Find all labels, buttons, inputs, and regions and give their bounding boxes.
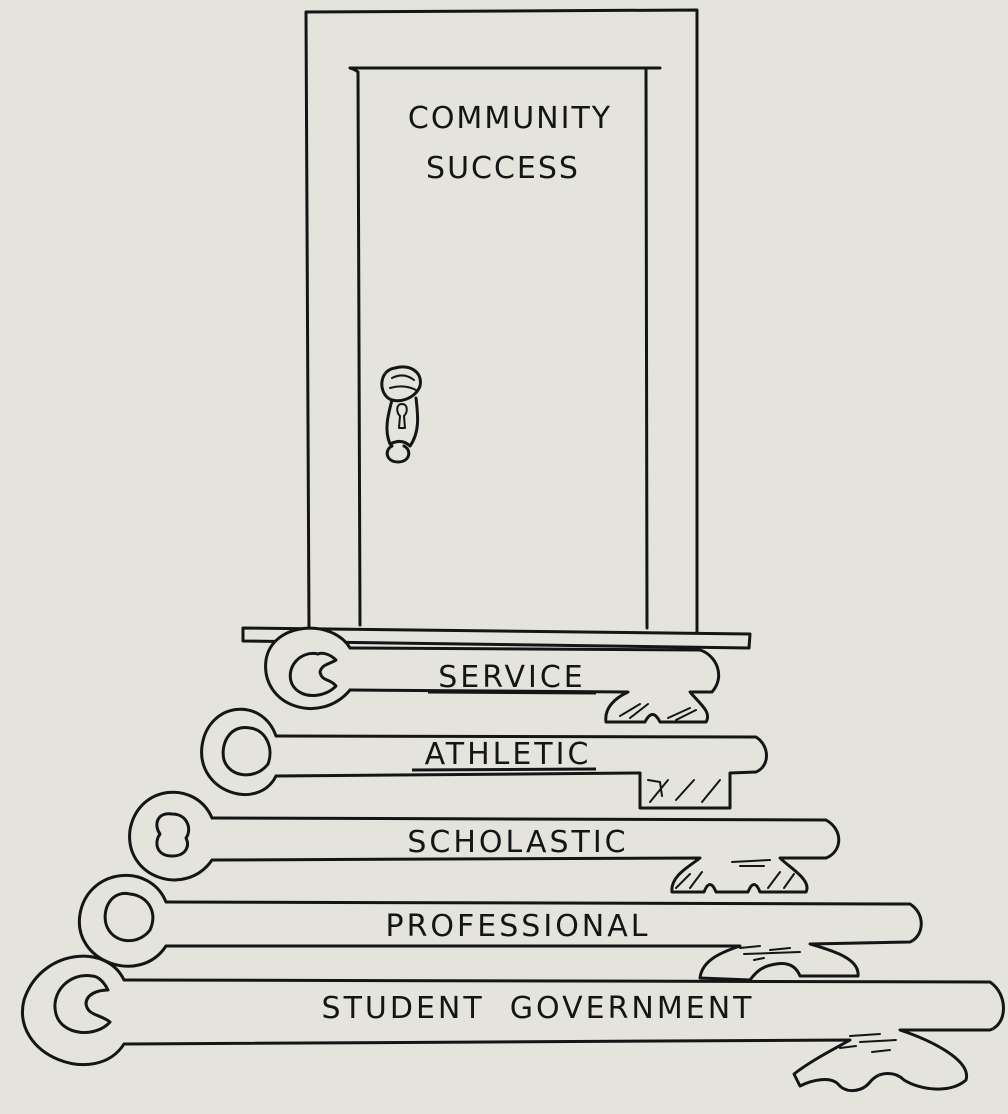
door-outer-frame bbox=[304, 8, 699, 634]
door-inner-frame bbox=[348, 66, 662, 630]
key-service: SERVICE bbox=[264, 626, 721, 724]
key-professional-hole bbox=[103, 891, 155, 943]
key-scholastic: SCHOLASTIC bbox=[128, 790, 841, 894]
key-service-shaft bbox=[348, 646, 721, 724]
key-student-government-shaft bbox=[122, 978, 1005, 1092]
key-scholastic-label: SCHOLASTIC bbox=[407, 825, 628, 860]
door-knob[interactable] bbox=[380, 365, 422, 464]
key-scholastic-bow bbox=[128, 790, 214, 882]
key-service-label: SERVICE bbox=[438, 660, 585, 695]
key-student-government-hole bbox=[53, 974, 112, 1034]
keyhole-plate-icon bbox=[385, 396, 420, 448]
key-scholastic-shaft bbox=[210, 816, 841, 894]
door-threshold bbox=[241, 626, 752, 650]
key-student-government-bow bbox=[20, 954, 126, 1067]
key-service-hole bbox=[288, 651, 338, 697]
key-athletic-bow bbox=[200, 707, 278, 796]
door-sign-line-1: COMMUNITY bbox=[408, 101, 612, 136]
door-sign-line-2: SUCCESS bbox=[426, 151, 580, 186]
key-professional-shaft bbox=[164, 900, 923, 982]
key-professional-label: PROFESSIONAL bbox=[386, 909, 651, 944]
key-student-government: STUDENT GOVERNMENT bbox=[20, 954, 1005, 1092]
keyhole-icon bbox=[396, 403, 408, 429]
key-scholastic-hole bbox=[155, 812, 191, 858]
key-student-government-label: STUDENT GOVERNMENT bbox=[322, 991, 755, 1026]
key-professional: PROFESSIONAL bbox=[77, 873, 923, 982]
door: COMMUNITY SUCCESS bbox=[241, 8, 752, 650]
key-athletic: ATHLETIC bbox=[200, 707, 768, 810]
key-service-bow bbox=[264, 626, 352, 710]
key-athletic-label: ATHLETIC bbox=[425, 737, 592, 772]
key-athletic-hole bbox=[221, 726, 272, 777]
knob-icon bbox=[380, 365, 422, 403]
key-athletic-shaft bbox=[274, 734, 768, 810]
